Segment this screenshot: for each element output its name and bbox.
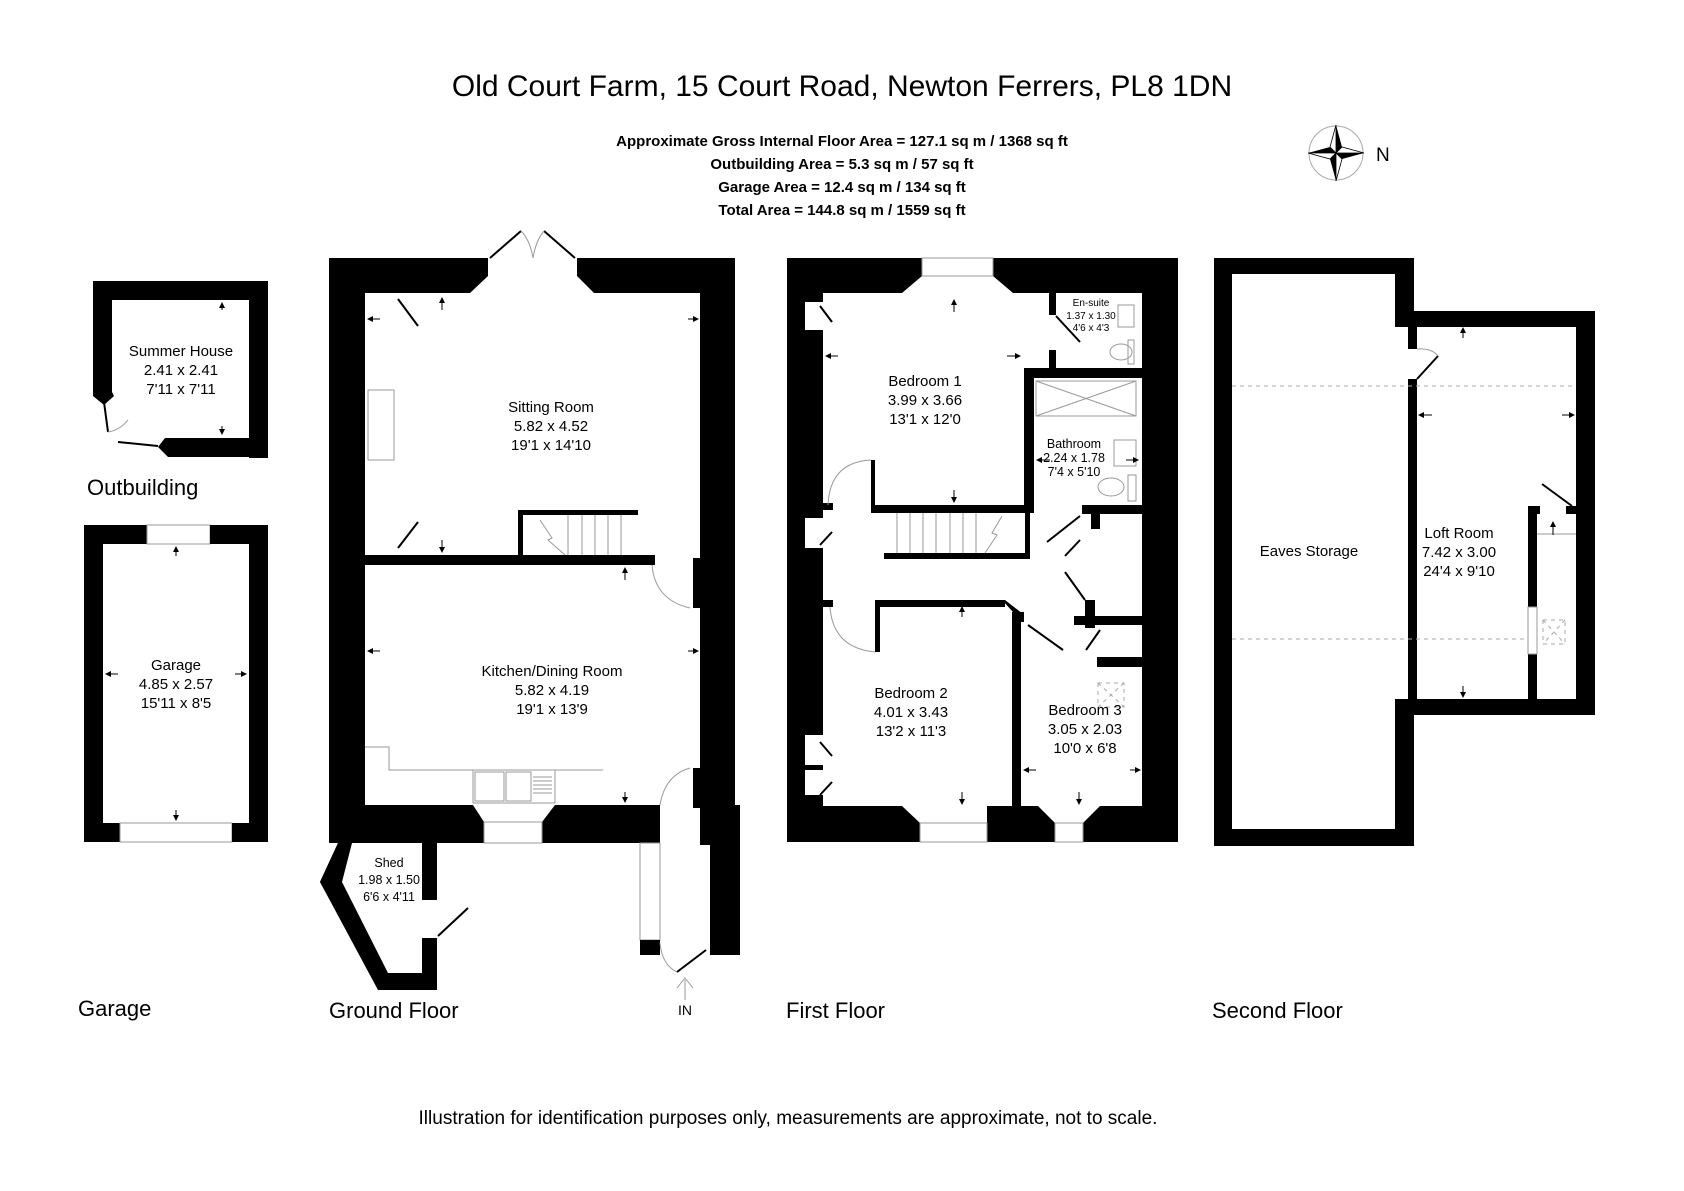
room-name: Bedroom 2	[874, 685, 947, 702]
room-imperial: 10'0 x 6'8	[1053, 740, 1116, 757]
room-imperial: 7'4 x 5'10	[1048, 465, 1101, 479]
room-name: Eaves Storage	[1260, 543, 1358, 560]
room-imperial: 19'1 x 13'9	[516, 701, 588, 718]
first-floor-plan	[787, 257, 1178, 843]
room-name: Summer House	[129, 343, 233, 360]
ground-floor-label: Ground Floor	[329, 998, 459, 1023]
room-imperial: 6'6 x 4'11	[363, 890, 415, 904]
room-name: Sitting Room	[508, 399, 594, 416]
room-metric: 3.99 x 3.66	[888, 392, 962, 409]
room-name: Bedroom 3	[1048, 702, 1121, 719]
room-imperial: 13'1 x 12'0	[889, 411, 961, 428]
room-metric: 3.05 x 2.03	[1048, 721, 1122, 738]
room-name: Bathroom	[1047, 437, 1101, 451]
first-floor-label: First Floor	[786, 998, 885, 1023]
room-metric: 2.41 x 2.41	[144, 362, 218, 379]
room-metric: 7.42 x 3.00	[1422, 544, 1496, 561]
garage-plan	[84, 524, 268, 843]
outbuilding-area-text: Outbuilding Area = 5.3 sq m / 57 sq ft	[710, 156, 973, 173]
outbuilding-label: Outbuilding	[87, 475, 198, 500]
entrance-label: IN	[678, 1002, 692, 1018]
total-area-text: Total Area = 144.8 sq m / 1559 sq ft	[718, 202, 965, 219]
page-title: Old Court Farm, 15 Court Road, Newton Fe…	[452, 70, 1232, 103]
gross-area-text: Approximate Gross Internal Floor Area = …	[616, 133, 1068, 150]
room-imperial: 7'11 x 7'11	[146, 381, 215, 398]
room-name: Shed	[374, 856, 403, 870]
room-imperial: 15'11 x 8'5	[141, 695, 212, 712]
room-imperial: 4'6 x 4'3	[1073, 323, 1110, 334]
ground-floor-plan	[320, 230, 740, 1000]
room-metric: 1.98 x 1.50	[358, 873, 420, 887]
room-metric: 5.82 x 4.19	[515, 682, 589, 699]
room-name: Bedroom 1	[888, 373, 961, 390]
garage-area-text: Garage Area = 12.4 sq m / 134 sq ft	[718, 179, 966, 196]
room-name: Loft Room	[1424, 525, 1493, 542]
disclaimer-text: Illustration for identification purposes…	[419, 1108, 1158, 1129]
room-name: Garage	[151, 657, 201, 674]
room-metric: 2.24 x 1.78	[1043, 451, 1105, 465]
room-metric: 4.01 x 3.43	[874, 704, 948, 721]
room-imperial: 19'1 x 14'10	[511, 437, 591, 454]
room-metric: 1.37 x 1.30	[1066, 311, 1116, 322]
compass-rose-icon	[1307, 124, 1365, 182]
garage-label: Garage	[78, 996, 151, 1021]
room-metric: 4.85 x 2.57	[139, 676, 213, 693]
second-floor-label: Second Floor	[1212, 998, 1343, 1023]
entrance-arrow-icon	[676, 977, 694, 1000]
summer-house-plan	[93, 281, 268, 458]
room-name: Kitchen/Dining Room	[482, 663, 623, 680]
compass-north-label: N	[1376, 145, 1390, 166]
room-imperial: 13'2 x 11'3	[876, 723, 947, 740]
room-imperial: 24'4 x 9'10	[1423, 563, 1495, 580]
room-name: En-suite	[1073, 298, 1110, 309]
second-floor-plan	[1214, 258, 1595, 846]
room-metric: 5.82 x 4.52	[514, 418, 588, 435]
